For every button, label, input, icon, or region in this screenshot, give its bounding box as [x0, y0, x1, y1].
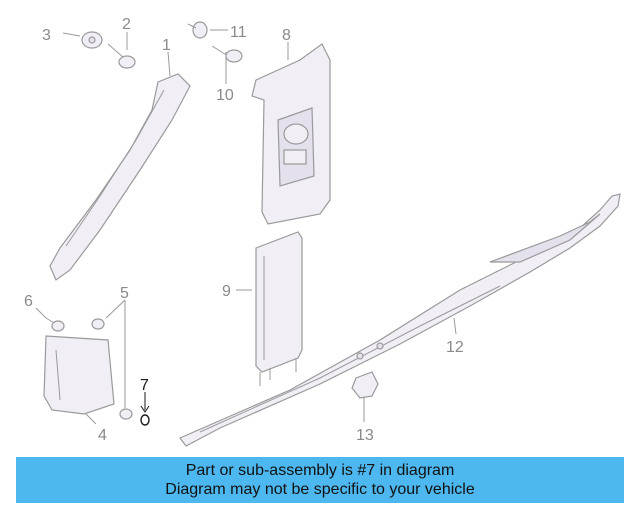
callout-8: 8	[282, 27, 291, 44]
callout-4: 4	[98, 427, 107, 444]
callout-2: 2	[122, 16, 131, 33]
callout-5: 5	[120, 285, 129, 302]
info-banner: Part or sub-assembly is #7 in diagram Di…	[16, 457, 624, 503]
callout-11: 11	[230, 24, 247, 41]
part-3-clip	[62, 31, 103, 49]
callout-10: 10	[216, 87, 234, 104]
callout-1: 1	[162, 37, 171, 54]
part-6-screw	[35, 307, 65, 332]
banner-line-2: Diagram may not be specific to your vehi…	[165, 481, 475, 498]
callout-7: 7	[140, 377, 149, 394]
part-9-b-pillar-lower	[236, 231, 303, 386]
callout-9: 9	[222, 283, 231, 300]
part-1-a-pillar-trim	[49, 51, 191, 281]
callout-3: 3	[42, 27, 51, 44]
part-11-clip	[187, 21, 228, 39]
part-4-cowl-side-trim	[43, 335, 115, 425]
banner-line-1: Part or sub-assembly is #7 in diagram	[185, 462, 455, 479]
callout-13: 13	[356, 427, 374, 444]
callout-12: 12	[446, 339, 464, 356]
part-13-clip	[351, 371, 379, 422]
callout-6: 6	[24, 293, 33, 310]
part-12-sill-trim	[179, 193, 621, 447]
part-8-b-pillar-upper	[251, 42, 331, 225]
part-5-clip	[91, 299, 133, 420]
part-7-clip	[140, 392, 150, 426]
part-2-screw	[107, 32, 136, 69]
part-10-screw	[211, 45, 243, 84]
